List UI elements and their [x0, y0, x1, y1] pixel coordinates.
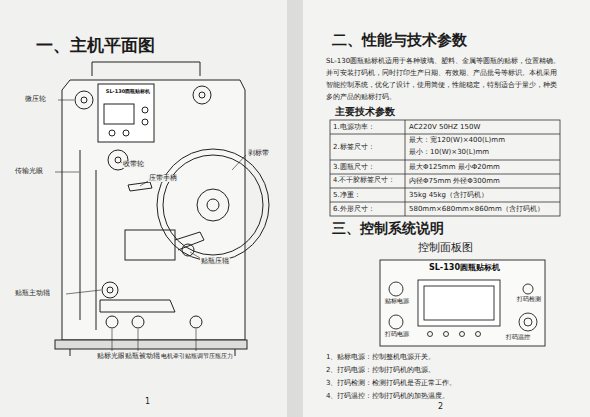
- right-page: [295, 0, 590, 417]
- table-cell: 最小：10(W)×30(L)mm: [409, 148, 489, 156]
- table-cell: AC220V 50HZ 150W: [409, 123, 480, 131]
- spine-shadow: [287, 0, 303, 417]
- page-number: 1: [145, 397, 150, 406]
- leader-lines: [55, 100, 246, 351]
- table-title: 主要技术参数: [335, 106, 395, 118]
- control-label: 打码检测: [516, 296, 542, 302]
- table-cell: 5.净重：: [333, 191, 361, 199]
- table-cell: 3.圆瓶尺寸：: [333, 163, 375, 171]
- control-label: 贴标电源: [384, 298, 410, 304]
- control-label: 打码电源: [384, 331, 410, 337]
- section-heading: 三、控制系统说明: [332, 220, 444, 236]
- table-cell: 最大Φ125mm 最小Φ20mm: [409, 163, 500, 171]
- section-heading: 二、性能与技术参数: [332, 32, 467, 49]
- page-number: 2: [438, 402, 443, 411]
- left-page: [0, 0, 295, 417]
- table-cell: 内径Φ75mm 外径Φ300mm: [409, 177, 500, 185]
- table-cell: 1.电源功率：: [333, 123, 375, 131]
- table-cell: 580mm×680mm×860mm（含打码机）: [409, 205, 544, 213]
- control-panel: SL-130圆瓶贴标机: [380, 260, 549, 278]
- panel-diagram-title: 控制面板图: [418, 242, 473, 255]
- table-cell: 2.标签尺寸：: [333, 143, 375, 151]
- panel-title: SL-130圆瓶贴标机: [381, 262, 548, 273]
- list-item: 4、打码温控：控制打码机的加热温度。: [326, 392, 449, 400]
- section-heading: 一、主机平面图: [36, 36, 155, 56]
- table-cell: 4.不干胶标签尺寸：: [333, 177, 395, 185]
- spec-table: [330, 120, 560, 216]
- table-cell: 最大：宽120(W)×400(L)mm: [409, 136, 505, 144]
- machine-display-panel: SL-130圆瓶贴标机: [100, 86, 156, 102]
- control-label: 打码温控: [505, 334, 531, 340]
- list-item: 2、打码电源：控制打码机的电源。: [326, 366, 435, 374]
- list-item: 3、打码检测：检测打码机是否正常工作。: [326, 379, 456, 387]
- part-name: 压带手柄: [148, 175, 178, 182]
- description-paragraph: SL-130圆瓶贴标机适用于各种玻璃、塑料、金属等圆瓶的贴标，位置精确。并可安装…: [326, 56, 562, 104]
- control-panel-parts: [380, 260, 545, 346]
- part-name: 剥标带: [247, 149, 270, 157]
- machine-drawing: [55, 62, 269, 356]
- list-item: 1、贴标电源：控制整机电源开关。: [326, 353, 435, 361]
- part-name: 贴标光眼: [96, 353, 126, 360]
- part-name: 贴瓶被动辊: [124, 353, 161, 360]
- table-cell: 6.外形尺寸：: [333, 205, 375, 213]
- part-name: 贴瓶主动辊: [14, 289, 51, 297]
- part-name: 电机牵引贴瓶调节压瓶压力: [160, 353, 234, 360]
- part-name: 贴瓶压辊: [200, 258, 230, 265]
- table-cell: 35kg 45kg（含打码机）: [409, 191, 488, 199]
- part-name: 传输光眼: [14, 167, 44, 175]
- panel-title: SL-130圆瓶贴标机: [101, 88, 155, 94]
- part-name: 收带轮: [122, 161, 145, 168]
- part-name: 微压轮: [24, 95, 47, 103]
